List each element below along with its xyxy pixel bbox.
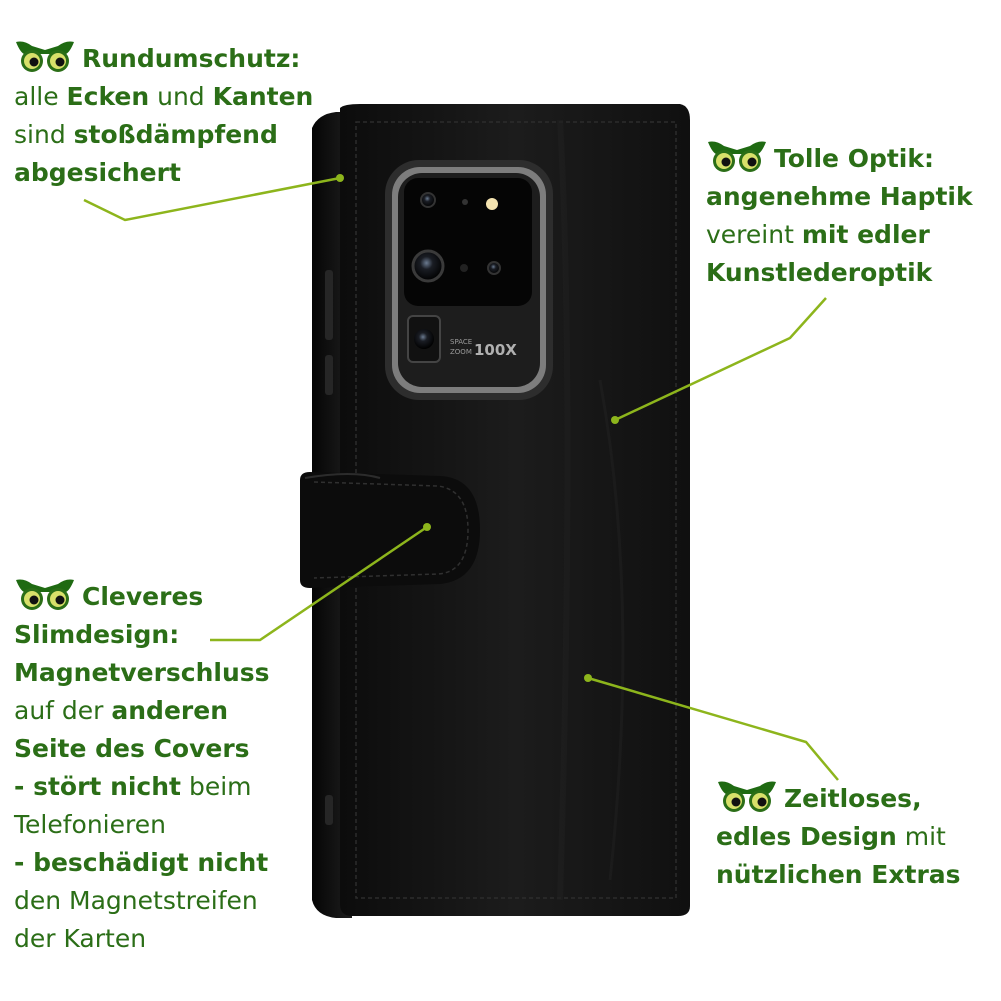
callout-design: Zeitloses, edles Design mit nützlichen E… xyxy=(716,780,961,894)
text: abgesichert xyxy=(14,158,181,187)
line-slim xyxy=(210,525,428,642)
heading-design: Zeitloses, xyxy=(784,784,922,813)
text: - stört nicht xyxy=(14,772,182,801)
owl-eyes-icon xyxy=(718,781,776,812)
callout-lines xyxy=(83,174,839,781)
text: Ecken xyxy=(66,82,150,111)
text: Kunstlederoptik xyxy=(706,258,933,287)
camera-module: SPACE ZOOM 100X xyxy=(385,160,553,400)
line-rundumschutz xyxy=(83,176,341,222)
text: nützlichen Extras xyxy=(716,860,961,889)
text: auf der xyxy=(14,696,112,725)
text: Kanten xyxy=(212,82,314,111)
text: vereint xyxy=(706,220,802,249)
owl-eyes-icon xyxy=(708,141,766,172)
text: Telefonieren xyxy=(14,810,166,839)
heading-slim: Cleveres xyxy=(82,582,204,611)
text: edles Design xyxy=(716,822,897,851)
camera-label-top: SPACE xyxy=(450,338,472,346)
owl-eyes-icon xyxy=(16,579,74,610)
text: anderen xyxy=(111,696,228,725)
text: den Magnetstreifen xyxy=(14,886,258,915)
callout-slimdesign: Cleveres Slimdesign: Magnetverschluss au… xyxy=(14,578,270,958)
magnetic-strap xyxy=(300,470,480,588)
text: Magnetverschluss xyxy=(14,658,270,687)
text: alle xyxy=(14,82,67,111)
callout-rundumschutz: Rundumschutz: alle Ecken und Kanten sind… xyxy=(14,40,313,192)
text: beim xyxy=(181,772,252,801)
callout-optik: Tolle Optik: angenehme Haptik vereint mi… xyxy=(706,140,973,292)
text: mit xyxy=(896,822,946,851)
camera-label-bottom: ZOOM xyxy=(450,348,472,356)
zoom-label: 100X xyxy=(474,341,517,359)
heading-rundumschutz: Rundumschutz: xyxy=(82,44,301,73)
text: Slimdesign: xyxy=(14,620,180,649)
text: und xyxy=(149,82,213,111)
text: mit edler xyxy=(801,220,930,249)
line-design xyxy=(587,676,839,781)
text: stoßdämpfend xyxy=(73,120,278,149)
text: sind xyxy=(14,120,74,149)
owl-eyes-icon xyxy=(16,41,74,72)
text: - beschädigt nicht xyxy=(14,848,269,877)
text: Seite des Covers xyxy=(14,734,250,763)
text: angenehme Haptik xyxy=(706,182,973,211)
text: der Karten xyxy=(14,924,147,953)
line-optik xyxy=(614,297,827,422)
heading-optik: Tolle Optik: xyxy=(774,144,934,173)
